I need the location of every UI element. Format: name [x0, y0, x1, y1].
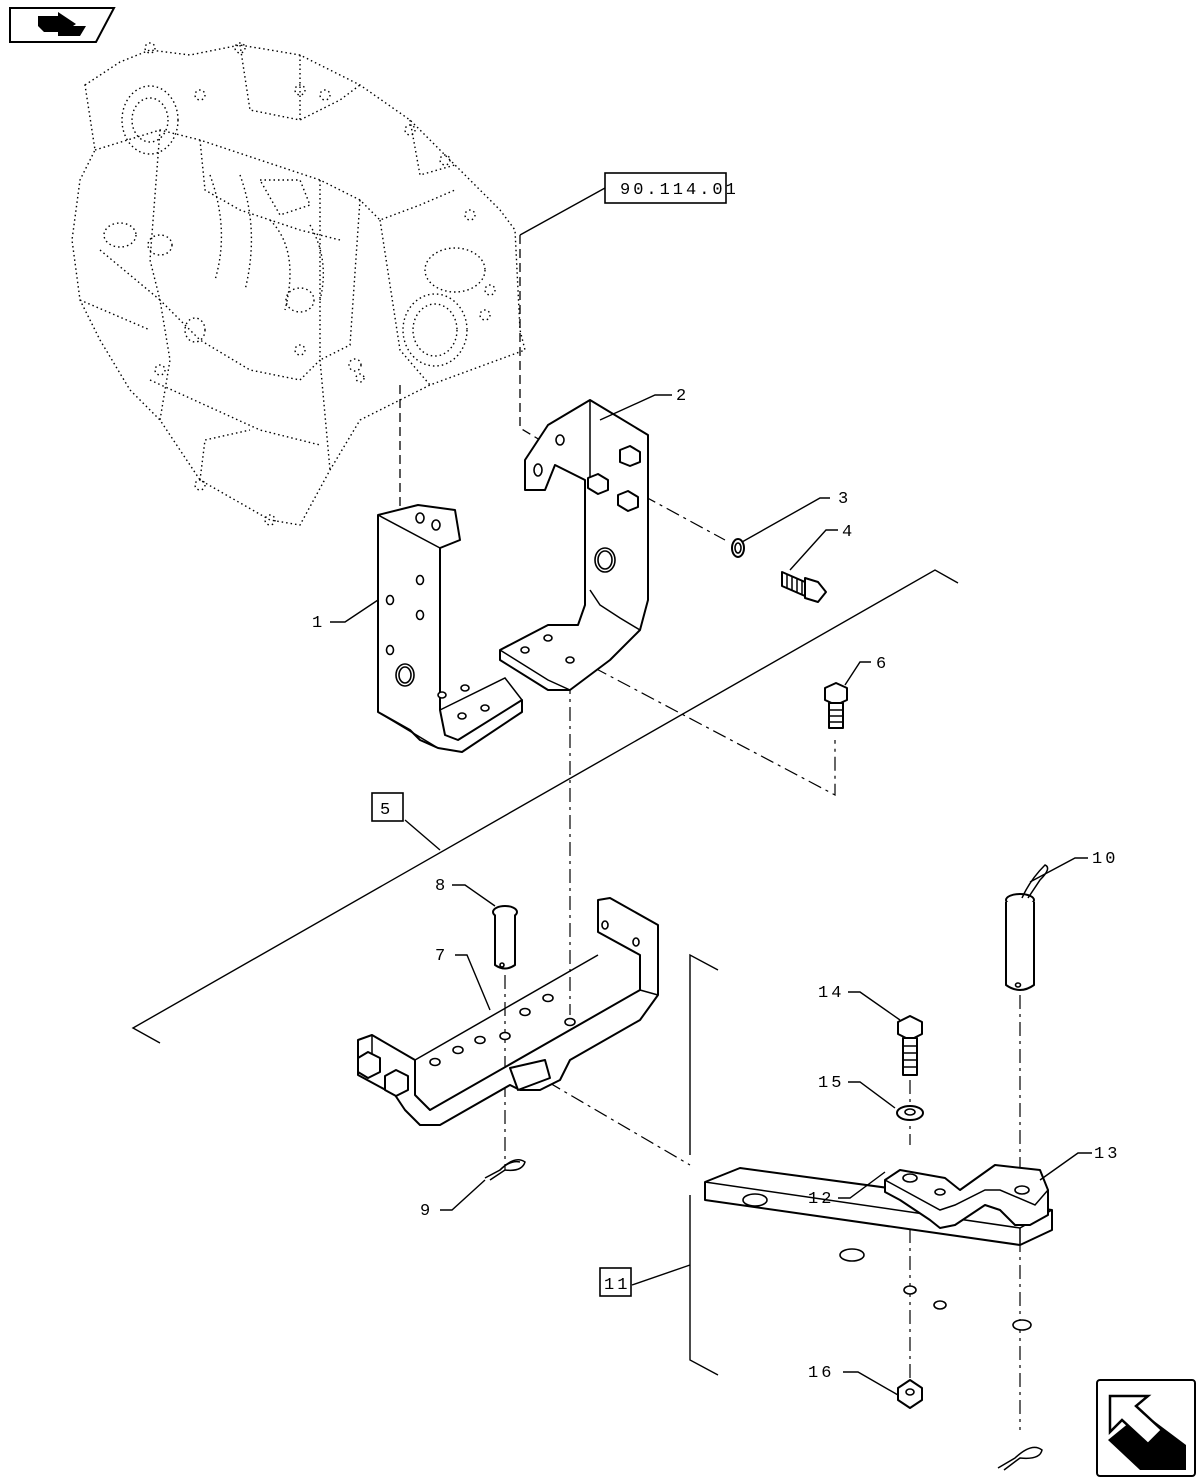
- callout-11[interactable]: 11: [604, 1276, 630, 1295]
- callout-10[interactable]: 10: [1092, 850, 1118, 869]
- part-2-right-bracket: [499, 399, 649, 691]
- assembly-box-5[interactable]: [371, 792, 404, 822]
- callout-3[interactable]: 3: [838, 490, 851, 509]
- transmission-housing: [71, 42, 526, 526]
- part-3-washer: [731, 538, 745, 558]
- part-13-link: [884, 1164, 1049, 1229]
- part-8-pin: [492, 905, 518, 970]
- assembly-box-11[interactable]: [599, 1267, 632, 1297]
- callout-labels: 1 2 3 4 5 6 7 8 9 10 11 12 13 14 15 16: [312, 387, 1120, 1383]
- part-10-pin: [1005, 864, 1049, 991]
- callout-8[interactable]: 8: [435, 877, 448, 896]
- part-6-bolt: [824, 682, 848, 729]
- callout-7[interactable]: 7: [435, 947, 448, 966]
- part-9-clip: [484, 1159, 526, 1181]
- callout-6[interactable]: 6: [876, 655, 889, 674]
- previous-page-arrow-icon[interactable]: [9, 7, 116, 43]
- callout-leaders: [330, 394, 1092, 1396]
- callout-9[interactable]: 9: [420, 1202, 433, 1221]
- drawbar-clip: [997, 1446, 1043, 1471]
- callout-14[interactable]: 14: [818, 984, 844, 1003]
- callout-1[interactable]: 1: [312, 614, 325, 633]
- part-4-bolt: [781, 571, 827, 603]
- callout-12[interactable]: 12: [808, 1190, 834, 1209]
- callout-15[interactable]: 15: [818, 1074, 844, 1093]
- callout-5[interactable]: 5: [380, 801, 393, 820]
- projection-lines: [399, 235, 1021, 1430]
- callout-4[interactable]: 4: [842, 523, 855, 542]
- part-16-nut: [897, 1379, 923, 1409]
- next-page-arrow-icon[interactable]: [1096, 1379, 1196, 1477]
- reference-box[interactable]: 90.114.01: [519, 172, 739, 236]
- part-7-support: [357, 897, 659, 1126]
- callout-13[interactable]: 13: [1094, 1145, 1120, 1164]
- callout-16[interactable]: 16: [808, 1364, 834, 1383]
- part-15-washer: [896, 1105, 924, 1121]
- part-1-left-bracket: [377, 504, 523, 753]
- reference-code: 90.114.01: [620, 181, 739, 200]
- callout-2[interactable]: 2: [676, 387, 689, 406]
- assembly-bracket-lines: [131, 569, 959, 1376]
- part-14-bolt: [897, 1015, 923, 1076]
